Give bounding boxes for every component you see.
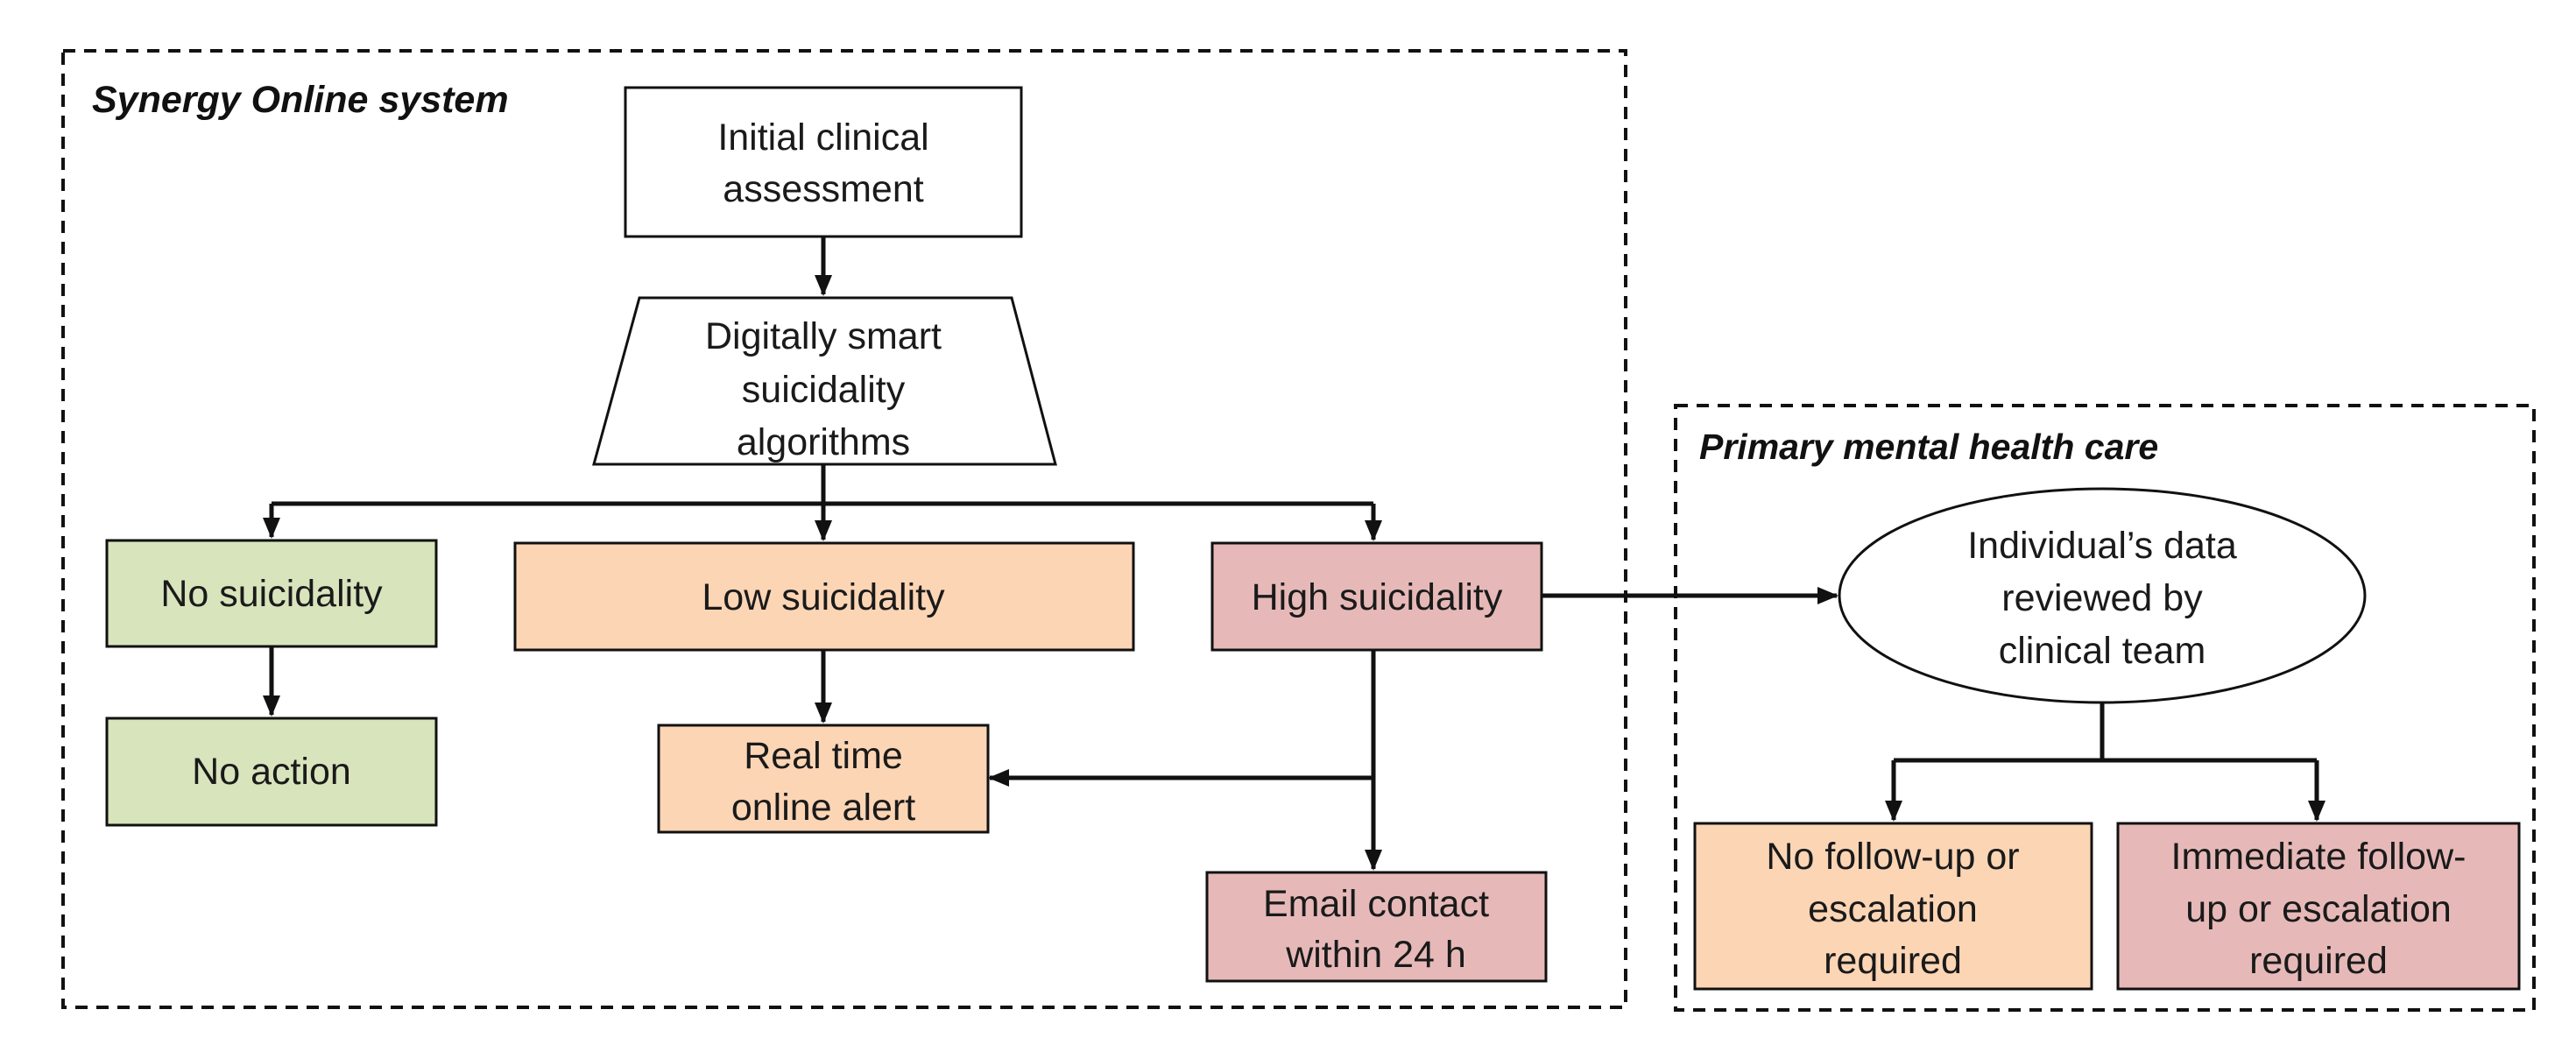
node-immediate-followup: Immediate follow- up or escalation requi…	[2116, 822, 2521, 991]
node-no-followup-line-2: escalation	[1808, 888, 1978, 930]
node-suicidality-algorithms: Digitally smart suicidality algorithms	[592, 296, 1057, 466]
node-algorithms-line-3: algorithms	[737, 421, 910, 463]
node-real-time-alert: Real time online alert	[657, 724, 990, 834]
node-email-contact: Email contact within 24 h	[1205, 871, 1548, 983]
node-data-reviewed: Individual’s data reviewed by clinical t…	[1838, 487, 2367, 704]
node-reviewed-line-2: reviewed by	[2001, 577, 2203, 619]
node-initial-line-2: assessment	[723, 168, 923, 210]
node-email-line-2: within 24 h	[1285, 934, 1466, 976]
node-initial-line-1: Initial clinical	[717, 116, 928, 159]
node-reviewed-line-1: Individual’s data	[1967, 525, 2237, 567]
node-no-followup-line-1: No follow-up or	[1766, 836, 2019, 878]
node-immediate-line-1: Immediate follow-	[2171, 836, 2467, 878]
node-no-followup: No follow-up or escalation required	[1693, 822, 2093, 991]
node-reviewed-line-3: clinical team	[1999, 630, 2206, 672]
node-low-suicidality: Low suicidality	[513, 541, 1135, 652]
panel-primary-title: Primary mental health care	[1699, 427, 2158, 467]
node-email-line-1: Email contact	[1263, 883, 1489, 925]
node-alert-line-2: online alert	[731, 787, 915, 829]
node-initial-assessment: Initial clinical assessment	[624, 86, 1023, 238]
node-no-action: No action	[105, 717, 438, 827]
node-high-suicidality-label: High suicidality	[1252, 576, 1503, 618]
node-low-suicidality-label: Low suicidality	[702, 576, 945, 618]
node-immediate-line-3: required	[2249, 940, 2388, 982]
node-no-suicidality-label: No suicidality	[160, 573, 383, 615]
node-immediate-line-2: up or escalation	[2185, 888, 2452, 930]
node-algorithms-line-1: Digitally smart	[705, 315, 942, 357]
node-no-followup-line-3: required	[1824, 940, 1962, 982]
panel-synergy-title: Synergy Online system	[92, 79, 509, 121]
node-high-suicidality: High suicidality	[1210, 541, 1543, 652]
node-no-action-label: No action	[192, 751, 351, 793]
node-alert-line-1: Real time	[744, 735, 903, 777]
node-no-suicidality: No suicidality	[105, 539, 438, 648]
connectors	[263, 237, 2325, 871]
panel-synergy	[61, 49, 1627, 1009]
panel-primary	[1674, 404, 2536, 1012]
node-algorithms-line-2: suicidality	[742, 369, 906, 411]
